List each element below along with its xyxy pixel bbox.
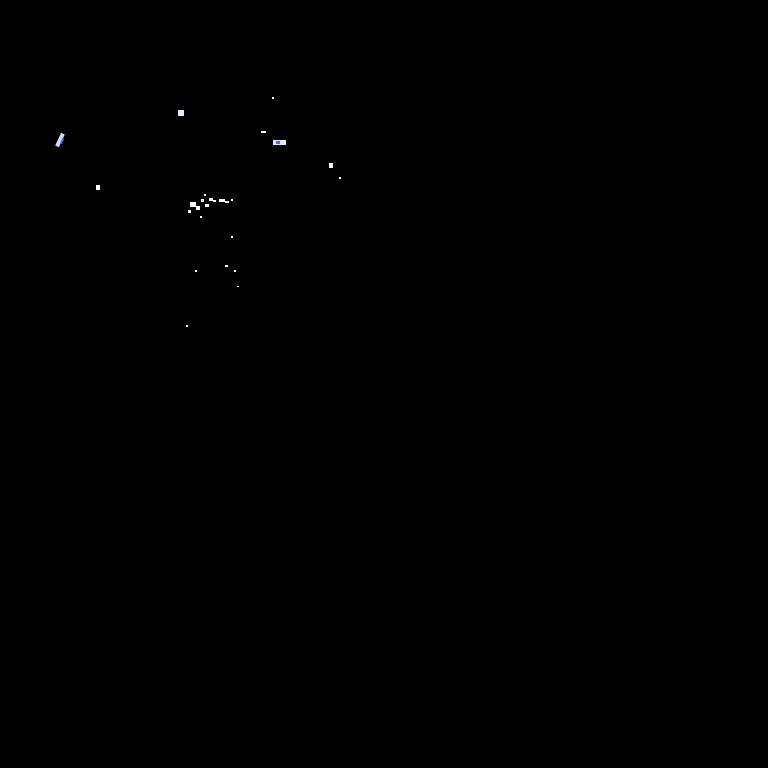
light-speck xyxy=(225,265,228,267)
light-speck xyxy=(276,141,280,144)
light-speck xyxy=(190,202,196,207)
light-speck xyxy=(329,163,333,168)
light-speck xyxy=(261,131,266,133)
light-speck xyxy=(231,236,233,238)
light-speck xyxy=(196,206,200,210)
light-speck xyxy=(219,199,225,202)
light-speck xyxy=(204,194,206,196)
light-speck xyxy=(200,216,202,218)
light-speck xyxy=(59,137,65,145)
light-speck xyxy=(237,286,239,287)
light-speck xyxy=(234,270,236,272)
light-speck xyxy=(201,199,204,202)
light-speck xyxy=(195,270,197,272)
light-speck xyxy=(209,198,213,201)
light-speck xyxy=(272,97,274,99)
light-speck xyxy=(225,201,229,203)
light-speck xyxy=(96,185,100,190)
light-speck xyxy=(186,325,188,327)
light-speck xyxy=(339,177,341,179)
light-speck xyxy=(213,200,216,202)
light-speck xyxy=(205,204,209,207)
light-speck xyxy=(178,110,184,116)
light-speck xyxy=(231,199,233,201)
light-speck xyxy=(188,210,191,213)
